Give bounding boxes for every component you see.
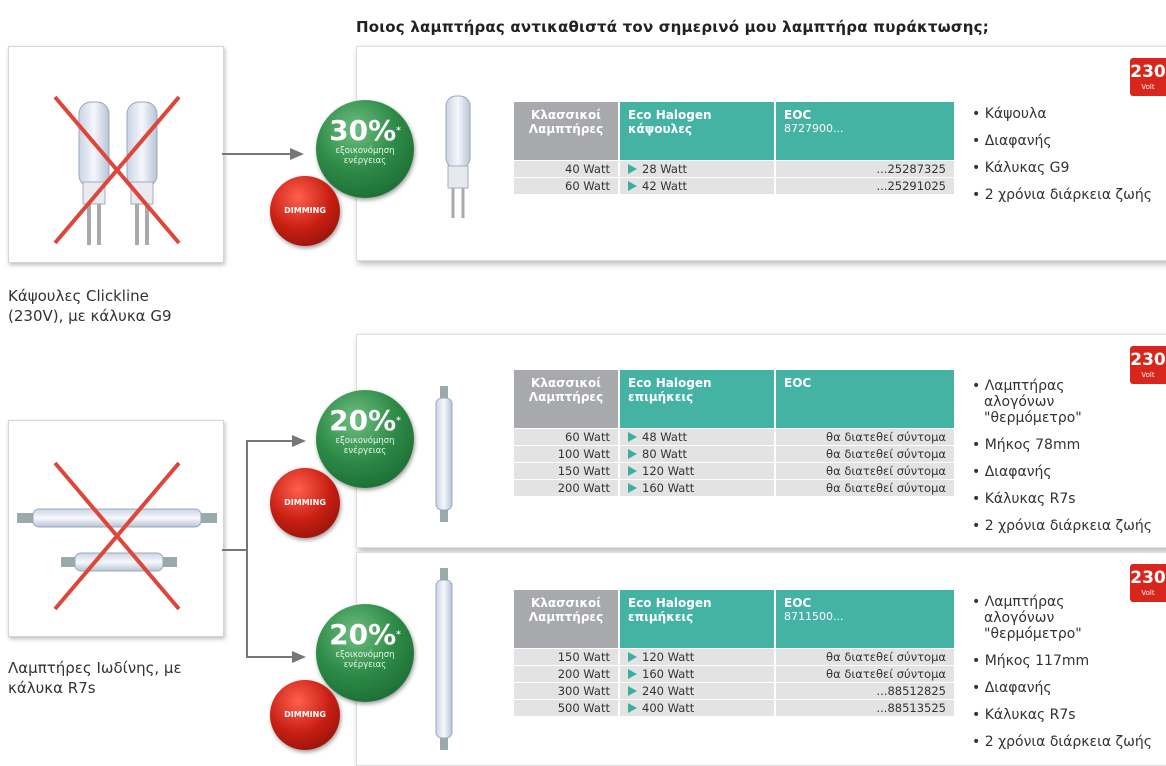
list-item: Μήκος 78mm — [972, 437, 1162, 453]
feature-list: Λαμπτήρας αλογόνων "θερμόμετρο" Μήκος 11… — [972, 594, 1162, 761]
play-icon — [628, 432, 637, 442]
connector-line — [222, 549, 248, 551]
list-item: Λαμπτήρας αλογόνων "θερμόμετρο" — [972, 378, 1134, 426]
savings-badge: 20%* εξοικονόμηση ενέργειας — [316, 390, 414, 488]
iodine-caption: Λαμπτήρες Ιωδίνης, με κάλυκα R7s — [8, 659, 182, 697]
play-icon — [628, 483, 637, 493]
list-item: Μήκος 117mm — [972, 653, 1162, 669]
crossed-capsule-lamps-icon — [53, 95, 181, 245]
play-icon — [628, 449, 637, 459]
capsule-lamp-image — [8, 46, 224, 263]
savings-badge: 20%* εξοικονόμηση ενέργειας — [316, 604, 414, 702]
savings-badge: 30%* εξοικονόμηση ενέργειας — [316, 100, 414, 198]
list-item: Λαμπτήρας αλογόνων "θερμόμετρο" — [972, 594, 1134, 642]
iodine-lamp-image — [8, 420, 224, 637]
list-item: Διαφανής — [972, 133, 1162, 149]
capsule-bulb-icon — [445, 95, 471, 218]
play-icon — [628, 652, 637, 662]
list-item: Κάψουλα — [972, 106, 1162, 122]
dimming-badge: DIMMING — [270, 468, 340, 538]
play-icon — [628, 181, 637, 191]
arrow-right-icon — [292, 435, 306, 447]
volt-badge: 230 Volt — [1130, 564, 1166, 602]
arrow-right-icon — [290, 148, 304, 160]
play-icon — [628, 466, 637, 476]
list-item: Διαφανής — [972, 464, 1162, 480]
r7s-long-bulb-icon — [435, 568, 453, 750]
connector-line — [222, 153, 290, 155]
crossed-iodine-lamps-icon — [17, 461, 217, 611]
feature-list: Κάψουλα Διαφανής Κάλυκας G9 2 χρόνια διά… — [972, 106, 1162, 214]
arrow-right-icon — [292, 651, 306, 663]
dimming-badge: DIMMING — [270, 176, 340, 246]
play-icon — [628, 669, 637, 679]
connector-line — [246, 656, 292, 658]
list-item: 2 χρόνια διάρκεια ζωής — [972, 734, 1162, 750]
play-icon — [628, 703, 637, 713]
list-item: Κάλυκας R7s — [972, 491, 1162, 507]
r7s-short-bulb-icon — [435, 386, 453, 522]
list-item: 2 χρόνια διάρκεια ζωής — [972, 187, 1162, 203]
list-item: 2 χρόνια διάρκεια ζωής — [972, 518, 1162, 534]
list-item: Κάλυκας R7s — [972, 707, 1162, 723]
capsule-caption: Κάψουλες Clickline (230V), με κάλυκα G9 — [8, 287, 172, 325]
play-icon — [628, 164, 637, 174]
connector-line — [246, 440, 292, 442]
list-item: Κάλυκας G9 — [972, 160, 1162, 176]
dimming-badge: DIMMING — [270, 680, 340, 750]
list-item: Διαφανής — [972, 680, 1162, 696]
volt-badge: 230 Volt — [1130, 346, 1166, 384]
feature-list: Λαμπτήρας αλογόνων "θερμόμετρο" Μήκος 78… — [972, 378, 1162, 545]
page-title: Ποιος λαμπτήρας αντικαθιστά τον σημερινό… — [356, 18, 989, 36]
connector-line — [246, 440, 248, 658]
play-icon — [628, 686, 637, 696]
volt-badge: 230 Volt — [1130, 58, 1166, 96]
col-eoc: EOC — [774, 370, 954, 428]
